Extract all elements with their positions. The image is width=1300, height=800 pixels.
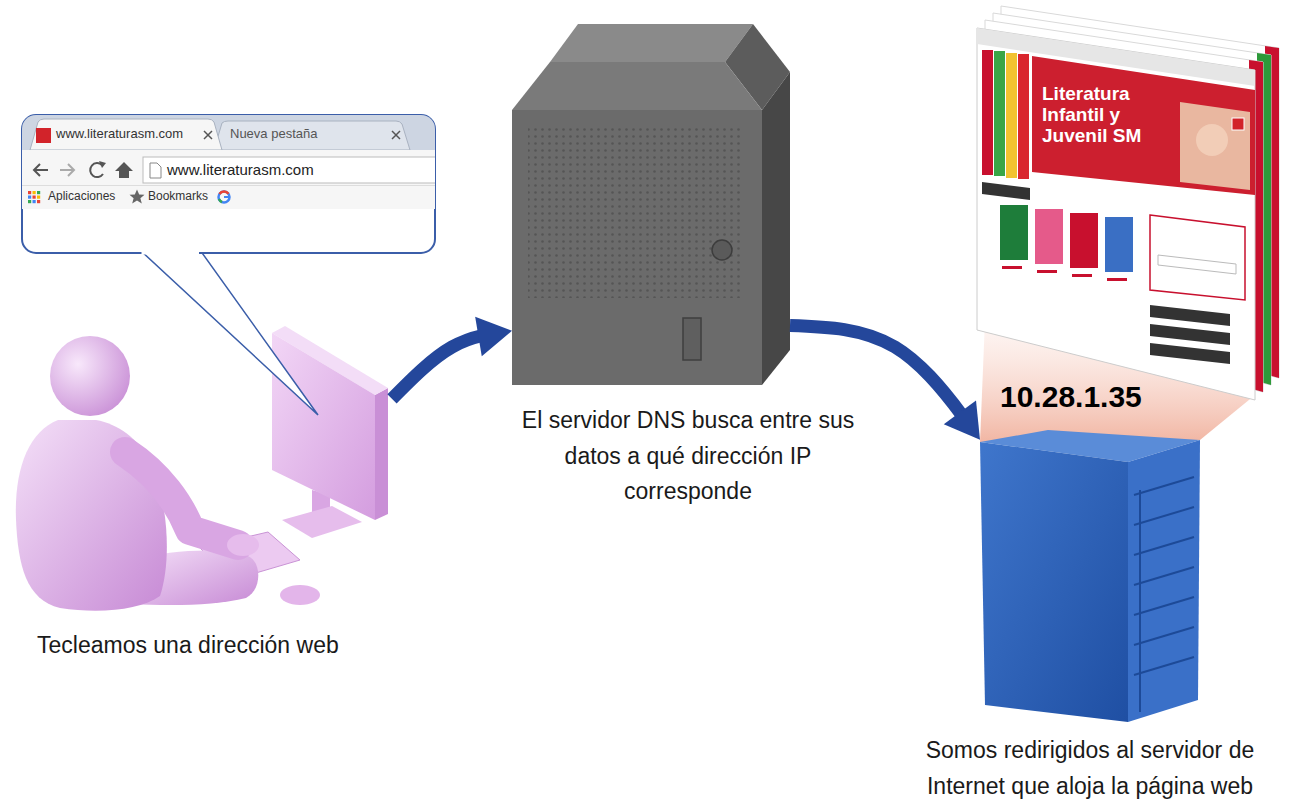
browser-window: [22, 185, 435, 186]
web-page-screenshot: [982, 50, 993, 175]
web-page-screenshot: [1150, 305, 1230, 326]
dns-server: [712, 240, 732, 260]
banner-title: Literatura Infantil y Juvenil SM: [1042, 84, 1177, 147]
ip-address: 10.28.1.35: [1000, 380, 1142, 415]
browser-window: [30, 119, 222, 150]
computer-monitor: [282, 506, 362, 538]
apps-icon: [37, 200, 40, 203]
web-page-screenshot: [1158, 255, 1236, 274]
browser-callout: www.literaturasm.com Nueva pestaña www.lit…: [22, 115, 435, 253]
web-page-screenshot: [1150, 324, 1230, 345]
user-station: Tecleamos una dirección web: [0, 320, 392, 612]
web-page-screenshot: [1035, 209, 1063, 264]
speech-bubble: [142, 252, 200, 255]
web-server: [980, 430, 1200, 722]
arrow-head: [944, 401, 980, 440]
web-page-screenshot: [1150, 215, 1245, 300]
web-page-screenshot: [1002, 266, 1022, 269]
web-server: [980, 442, 1128, 722]
web-page-screenshot: [1232, 118, 1244, 130]
dns-server: [528, 128, 743, 298]
person-figure: [227, 534, 259, 556]
flow-arrow: [392, 317, 512, 399]
web-page-screenshot: [1107, 278, 1127, 281]
computer-monitor: [272, 333, 375, 520]
arrow-head: [475, 317, 512, 356]
computer-monitor: [375, 388, 388, 520]
apps-icon: [28, 196, 31, 199]
web-page-screenshot: [1150, 343, 1230, 364]
dns-server-node: El servidor DNS busca entre sus datos a …: [512, 24, 790, 385]
apps-icon: [33, 191, 36, 194]
web-page-screenshot: [977, 28, 1255, 400]
web-page-screenshot: [982, 182, 1030, 200]
web-server: [1128, 440, 1200, 722]
step-caption: Somos redirigidos al servidor de Interne…: [895, 733, 1285, 800]
apps-icon: [33, 196, 36, 199]
forward-icon: [60, 164, 74, 176]
web-page-screenshot: [1105, 217, 1133, 272]
browser-window: [143, 157, 435, 183]
web-page-screenshot: [1018, 54, 1029, 179]
web-page-screenshot: [1196, 124, 1228, 156]
close-icon: [392, 131, 400, 139]
person-figure: [125, 452, 238, 545]
apps-icon: [28, 191, 31, 194]
tab-title: Nueva pestaña: [230, 127, 317, 142]
dns-server: [550, 24, 753, 62]
site-logo: [36, 128, 51, 143]
web-server-node: 10.28.1.35Somos redirigidos al servidor …: [980, 428, 1200, 722]
web-page-screenshot: [1180, 102, 1250, 190]
web-page-screenshot: [1037, 270, 1057, 273]
bookmark-label: Aplicaciones: [48, 190, 115, 204]
step-caption: El servidor DNS busca entre sus datos a …: [518, 403, 858, 510]
browser-window: [22, 115, 435, 209]
browser-window: [214, 121, 410, 150]
dns-server: [683, 318, 701, 360]
web-page-screenshot: [1006, 53, 1017, 178]
web-page-screenshot: [1072, 274, 1092, 277]
web-page-screenshot: [1070, 213, 1098, 268]
step-caption: Tecleamos una dirección web: [37, 632, 339, 658]
google-icon: [219, 192, 230, 203]
reload-icon: [99, 161, 106, 168]
keyboard: [280, 585, 320, 605]
close-icon: [204, 131, 212, 139]
tab-title: www.literaturasm.com: [56, 127, 183, 142]
person-figure: [16, 336, 259, 611]
web-page-screenshot: [994, 51, 1005, 176]
web-page-screenshot: [1032, 56, 1255, 195]
google-icon: [219, 199, 222, 202]
computer-monitor: [272, 326, 388, 538]
dns-server: [512, 24, 790, 385]
dns-server: [762, 72, 790, 385]
address-url: www.literaturasm.com: [167, 161, 314, 178]
back-icon: [34, 164, 48, 176]
apps-icon: [28, 200, 31, 203]
google-icon: [220, 192, 229, 194]
google-icon: [224, 196, 230, 198]
browser-window: [22, 115, 435, 150]
speech-bubble: [140, 250, 318, 415]
home-icon: [115, 162, 133, 178]
speech-bubble: [22, 115, 435, 253]
apps-icon: [37, 196, 40, 199]
person-figure: [50, 336, 130, 416]
dns-server: [512, 110, 762, 385]
bookmark-label: Bookmarks: [148, 190, 208, 204]
apps-icon: [33, 200, 36, 203]
browser-window: [22, 185, 435, 209]
star-icon: [130, 190, 145, 204]
web-server: [1134, 477, 1194, 675]
web-page-screenshot: [977, 6, 1279, 400]
apps-icon: [28, 191, 40, 203]
apps-icon: [37, 191, 40, 194]
google-icon: [219, 192, 230, 203]
web-page-screenshot: [1000, 205, 1028, 260]
page-icon: [150, 163, 161, 178]
dns-server: [512, 62, 762, 110]
